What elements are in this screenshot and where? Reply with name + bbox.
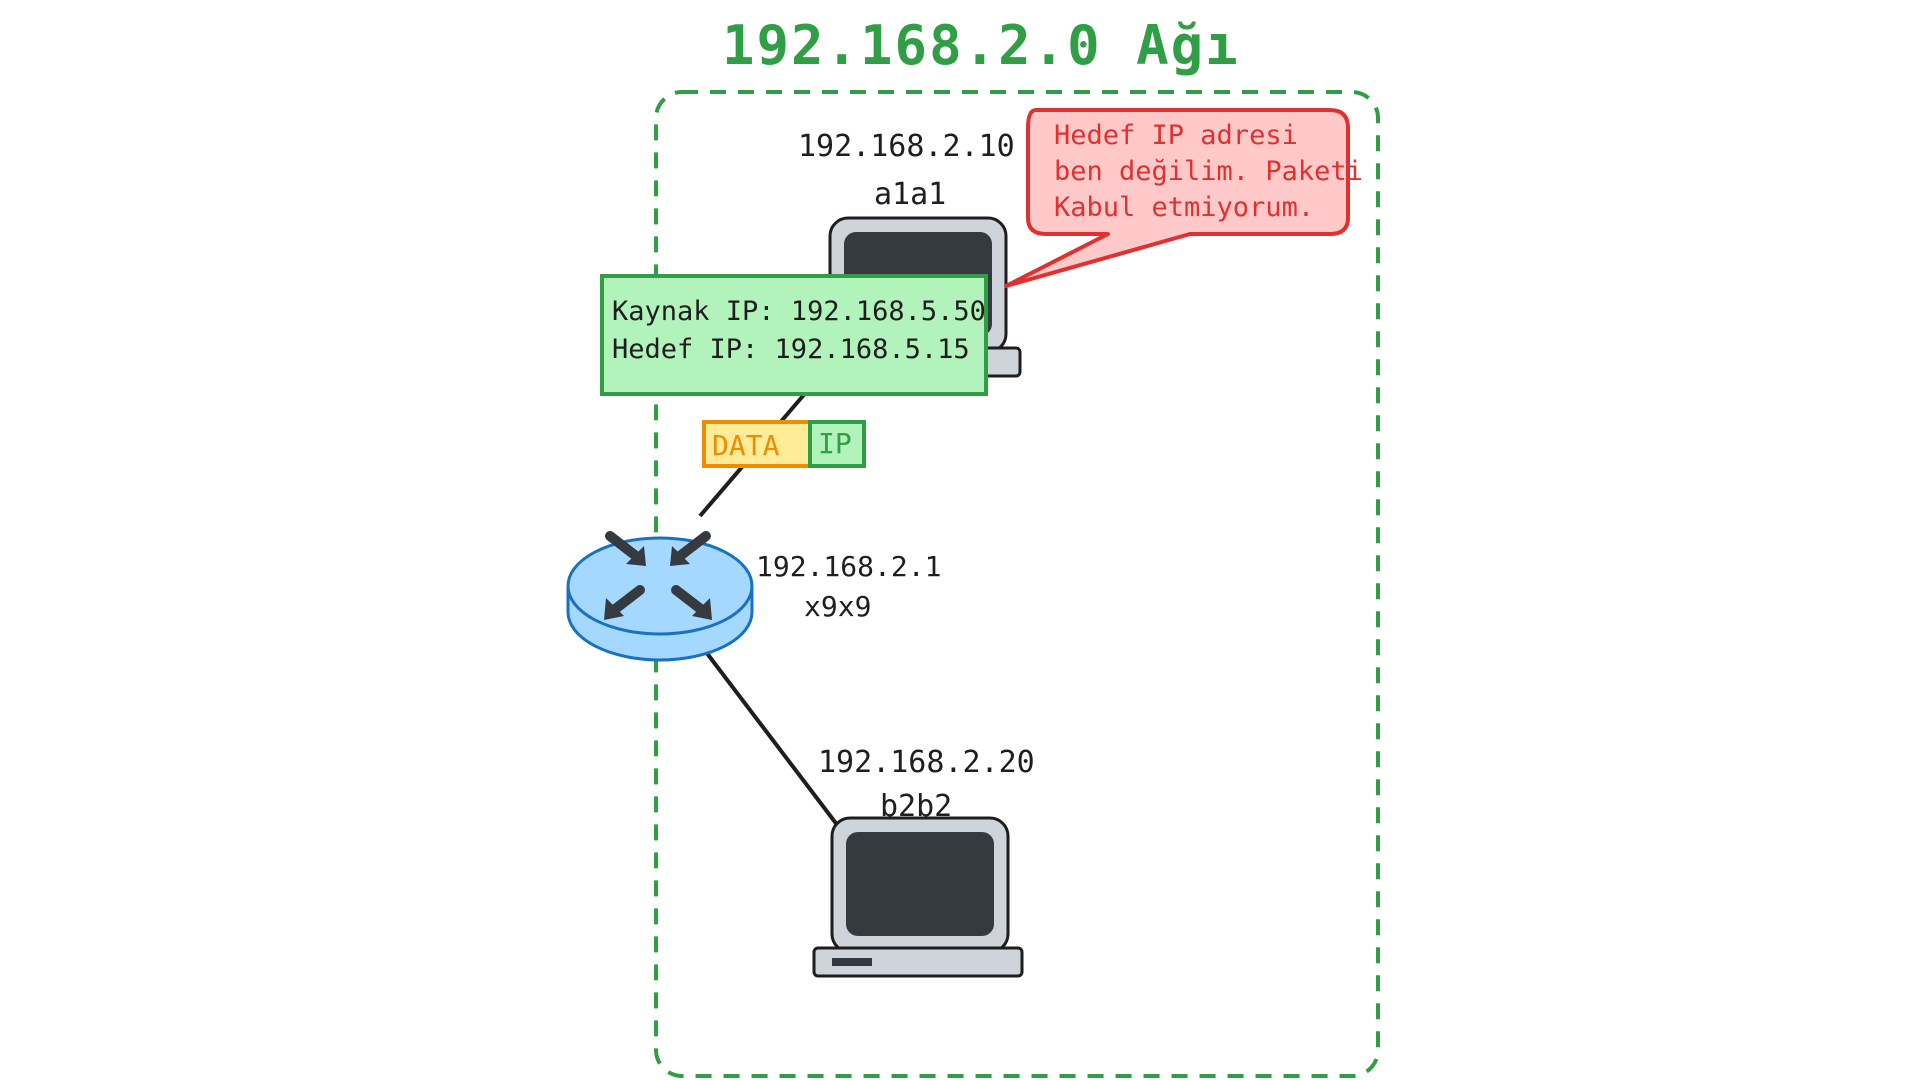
host-a-ip: 192.168.2.10: [798, 129, 1015, 164]
router-ip: 192.168.2.1: [756, 550, 941, 583]
host-a-mac: a1a1: [874, 177, 946, 212]
ip-header-destination: Hedef IP: 192.168.5.15: [612, 334, 970, 365]
ip-header-box: [600, 274, 988, 396]
router-icon: [566, 531, 754, 662]
packet-ip-segment: [808, 420, 866, 468]
network-title: 192.168.2.0 Ağı: [722, 14, 1240, 77]
packet-data-label: DATA: [712, 429, 780, 462]
host-b-computer-icon: [812, 816, 1024, 978]
host-b-ip: 192.168.2.20: [818, 745, 1035, 780]
speech-bubble: [1004, 108, 1350, 288]
speech-bubble-line-1: Hedef IP adresi: [1054, 120, 1298, 151]
speech-bubble-line-3: Kabul etmiyorum.: [1054, 192, 1314, 223]
speech-bubble-line-2: ben değilim. Paketi: [1054, 156, 1363, 187]
packet-data-segment: [702, 420, 812, 468]
link-router-host-b: [704, 650, 840, 828]
router-mac: x9x9: [804, 590, 871, 623]
network-boundary: [654, 90, 1380, 1078]
packet-ip-label: IP: [818, 427, 852, 460]
ip-header-source: Kaynak IP: 192.168.5.50: [612, 296, 986, 327]
